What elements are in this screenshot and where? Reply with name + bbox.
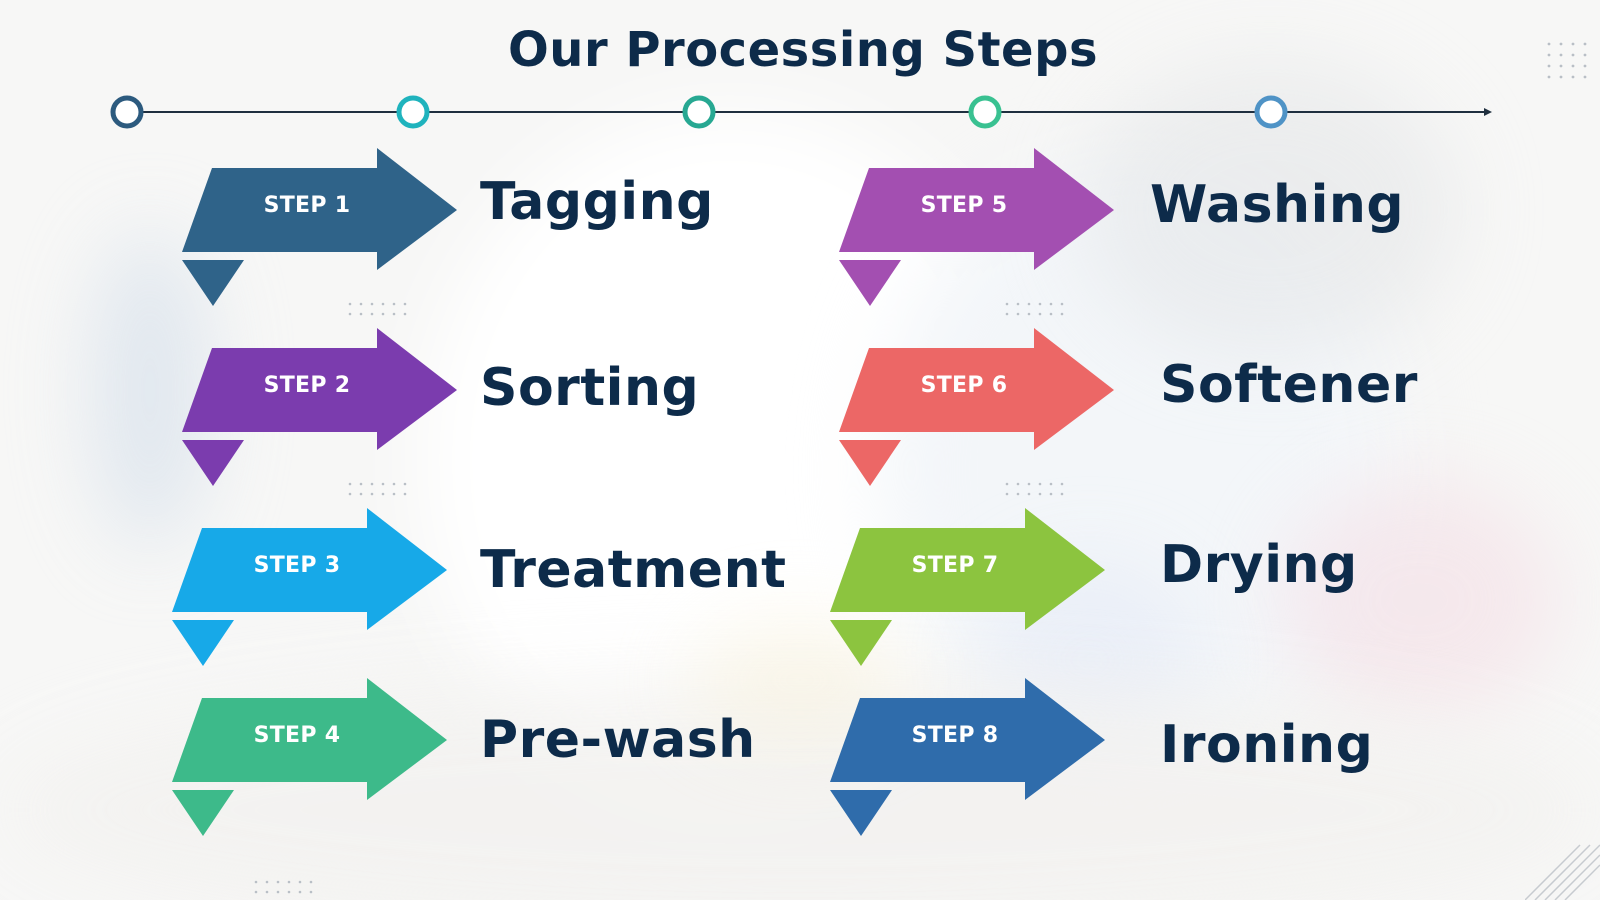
step-card-6: STEP 6 [839,328,1139,498]
dot-grid-decoration [1547,42,1587,79]
timeline [110,95,1492,129]
dot-grid-decoration [1005,302,1064,316]
step-card-2: STEP 2 [182,328,482,498]
step-arrow [172,678,447,800]
step-card-4: STEP 4 [172,678,472,848]
timeline-node [682,95,716,129]
step-card-5: STEP 5 [839,148,1139,318]
step-arrow-shape [839,328,1114,486]
timeline-node [396,95,430,129]
step-name-4: Pre-wash [480,710,756,770]
step-arrow [182,148,457,270]
step-number-label: STEP 1 [263,193,351,218]
step-card-8: STEP 8 [830,678,1130,848]
step-number-label: STEP 7 [911,553,999,578]
step-fold-triangle [830,620,892,666]
step-number-label: STEP 4 [253,723,341,748]
step-name-1: Tagging [480,172,714,232]
step-arrow [839,328,1114,450]
step-number-label: STEP 8 [911,723,999,748]
step-arrow [172,508,447,630]
timeline-node [110,95,144,129]
step-fold-triangle [182,260,244,306]
step-number-label: STEP 5 [920,193,1008,218]
step-arrow [182,328,457,450]
step-name-7: Drying [1160,535,1358,595]
step-arrow [830,678,1105,800]
dot-grid-decoration [254,880,313,894]
step-name-2: Sorting [480,358,700,418]
step-name-3: Treatment [480,540,787,600]
step-arrow-shape [830,508,1105,666]
bg-blob [90,230,210,550]
step-fold-triangle [172,620,234,666]
dot-grid-decoration [1005,482,1064,496]
step-fold-triangle [830,790,892,836]
bg-blob [1280,480,1560,720]
step-fold-triangle [182,440,244,486]
step-fold-triangle [839,440,901,486]
step-name-5: Washing [1150,175,1405,235]
stripe-decoration [1525,844,1600,900]
step-arrow-shape [172,678,447,836]
step-card-1: STEP 1 [182,148,482,318]
step-number-label: STEP 6 [920,373,1008,398]
step-name-8: Ironing [1160,715,1374,775]
step-arrow-shape [839,148,1114,306]
step-card-3: STEP 3 [172,508,472,678]
step-number-label: STEP 3 [253,553,341,578]
step-name-6: Softener [1160,355,1418,415]
step-arrow-shape [182,148,457,306]
step-number-label: STEP 2 [263,373,351,398]
timeline-node [1254,95,1288,129]
timeline-node [968,95,1002,129]
step-arrow [839,148,1114,270]
dot-grid-decoration [348,482,407,496]
step-arrow-shape [172,508,447,666]
step-fold-triangle [839,260,901,306]
step-arrow-shape [830,678,1105,836]
page-title: Our Processing Steps [507,22,1099,78]
dot-grid-decoration [348,302,407,316]
step-fold-triangle [172,790,234,836]
step-arrow [830,508,1105,630]
timeline-arrowhead [1484,108,1492,116]
step-arrow-shape [182,328,457,486]
step-card-7: STEP 7 [830,508,1130,678]
